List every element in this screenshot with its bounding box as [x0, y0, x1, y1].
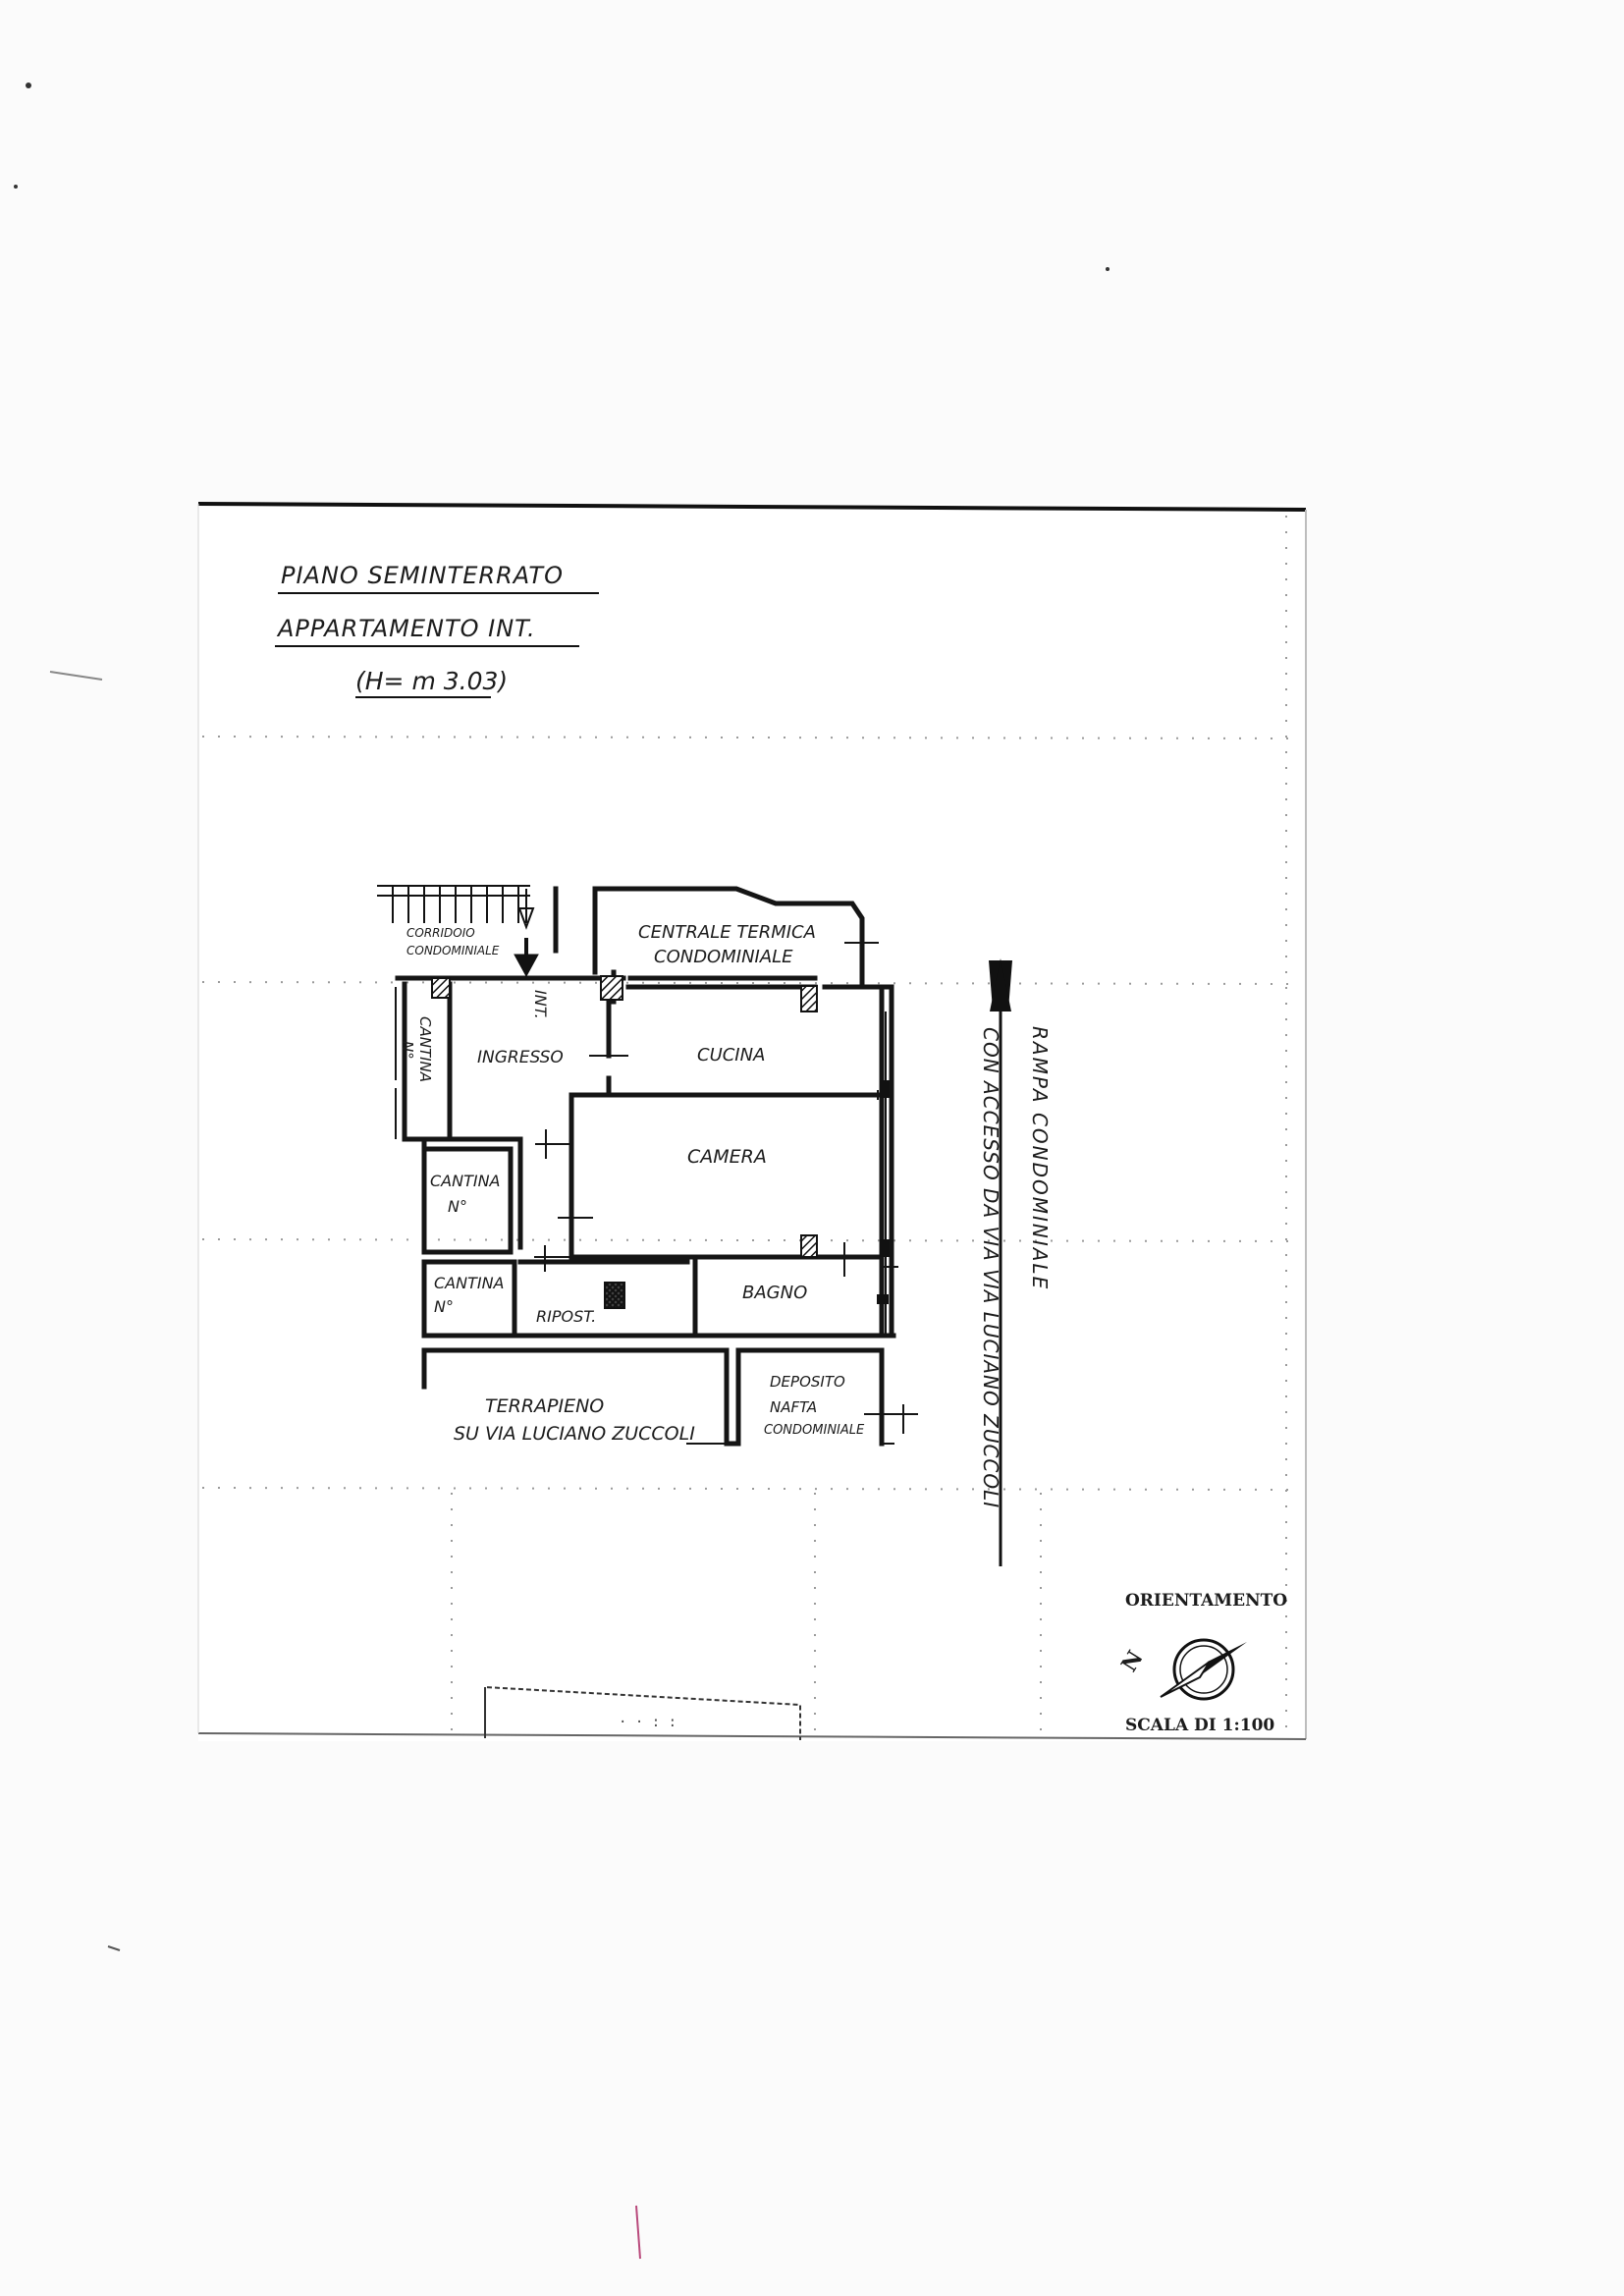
ingresso-label: INGRESSO — [477, 1048, 564, 1067]
entrance-arrow — [514, 889, 539, 978]
floor-plan: CORRIDOIO CONDOMINIALE CENTRALE TERMICA … — [377, 885, 918, 1447]
ramp-label-2: CON ACCESSO DA VIA VIA LUCIANO ZUCCOLI — [979, 1027, 1002, 1508]
plan-card — [197, 502, 1307, 1741]
ramp-arrow: RAMPA CONDOMINIALE CON ACCESSO DA VIA VI… — [979, 958, 1052, 1566]
centrale-label-2: CONDOMINIALE — [654, 947, 793, 967]
cantina2-label-1: CANTINA — [430, 1172, 501, 1190]
compass-icon — [1160, 1638, 1247, 1701]
ripost-label: RIPOST. — [536, 1307, 596, 1326]
cantina2-label-2: N° — [448, 1197, 467, 1216]
cantina-label-2: N° — [399, 1041, 416, 1060]
cantina-label-1: CANTINA — [416, 1016, 434, 1082]
title-line1: PIANO SEMINTERRATO — [281, 562, 564, 589]
corridoio-label-1: CORRIDOIO — [406, 926, 475, 940]
title-block: PIANO SEMINTERRATO APPARTAMENTO INT. (H=… — [275, 562, 599, 698]
ramp-label-1: RAMPA CONDOMINIALE — [1028, 1026, 1052, 1290]
centrale-label-1: CENTRALE TERMICA — [638, 922, 816, 943]
cucina-label: CUCINA — [697, 1045, 765, 1066]
stamp-box: · · : : — [484, 1685, 801, 1740]
int-label: INT. — [531, 990, 550, 1019]
deposito-label-3: CONDOMINIALE — [764, 1423, 865, 1438]
deposito-label-1: DEPOSITO — [770, 1373, 845, 1391]
title-line3: (H= m 3.03) — [355, 667, 508, 695]
terrapieno-label-2: SU VIA LUCIANO ZUCCOLI — [454, 1423, 695, 1445]
terrapieno-label-1: TERRAPIENO — [485, 1395, 604, 1417]
pillars — [431, 975, 818, 1309]
title-line2: APPARTAMENTO INT. — [276, 615, 536, 642]
scale-label: SCALA DI 1:100 — [1125, 1716, 1274, 1735]
stair-treads — [377, 885, 530, 923]
deposito-label-2: NAFTA — [770, 1398, 817, 1416]
orientation-label: ORIENTAMENTO — [1125, 1591, 1287, 1611]
stamp-text: · · : : — [619, 1715, 677, 1730]
camera-label: CAMERA — [687, 1146, 767, 1168]
corridoio-label-2: CONDOMINIALE — [406, 944, 500, 957]
bagno-label: BAGNO — [742, 1283, 807, 1303]
cantina3-label-1: CANTINA — [434, 1274, 505, 1292]
cantina3-label-2: N° — [434, 1297, 454, 1316]
